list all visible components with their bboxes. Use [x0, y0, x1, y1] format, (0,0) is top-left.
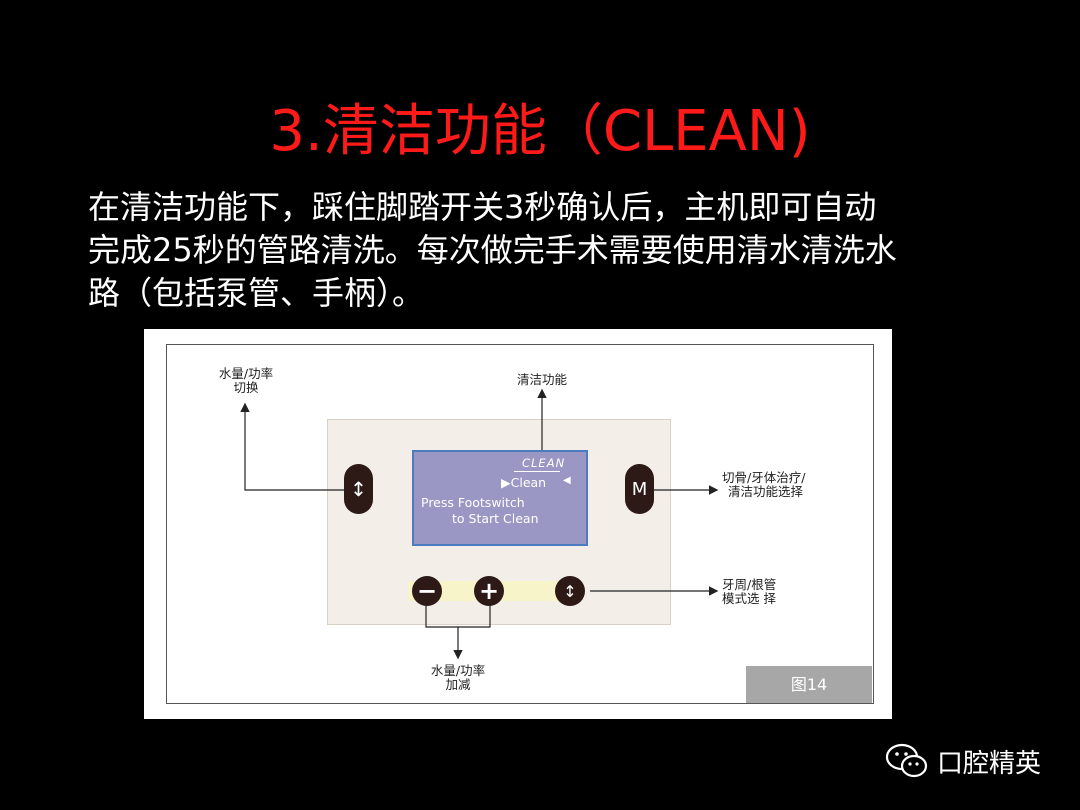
lcd-header: CLEAN	[522, 456, 566, 470]
body-line: 在清洁功能下，踩住脚踏开关3秒确认后，主机即可自动	[88, 188, 877, 226]
lcd-screen	[412, 450, 588, 546]
plus-button[interactable]: +	[474, 576, 504, 606]
wechat-icon	[885, 743, 928, 778]
mode-label-line-1: 切骨/牙体治疗/	[722, 470, 806, 485]
figure-number: 图14	[746, 666, 872, 703]
clean-function-label: 清洁功能	[516, 372, 567, 387]
callout-lines	[240, 388, 719, 660]
control-panel-figure: CLEAN ▶Clean ◀ Press Footswitch to Start…	[144, 329, 892, 719]
lcd-divider	[514, 471, 560, 472]
figure-frame	[166, 344, 874, 704]
lcd-selection: ▶Clean	[501, 475, 547, 490]
perio-button[interactable]: ↕	[555, 576, 585, 606]
switch-button[interactable]: ↕	[344, 464, 373, 514]
lcd-selection-marker: ◀	[563, 475, 571, 486]
mode-label-line-2: 清洁功能选择	[728, 484, 804, 499]
lcd-message-line-1: Press Footswitch	[421, 495, 525, 510]
adjust-label-line-2: 加减	[445, 677, 471, 692]
lcd-message-line-2: to Start Clean	[452, 511, 539, 526]
switch-label-line-2: 切换	[233, 380, 259, 395]
body-line: 完成25秒的管路清洗。每次做完手术需要使用清水清洗水	[88, 231, 897, 269]
perio-label-line-2: 模式选 择	[722, 591, 776, 606]
slide-body: 在清洁功能下，踩住脚踏开关3秒确认后，主机即可自动 完成25秒的管路清洗。每次做…	[88, 186, 1008, 315]
mode-button[interactable]: M	[625, 464, 654, 514]
perio-label-line-1: 牙周/根管	[722, 577, 777, 592]
switch-label-line-1: 水量/功率	[218, 366, 274, 381]
brand-name: 口腔精英	[937, 748, 1042, 779]
body-line: 路（包括泵管、手柄）。	[88, 274, 425, 312]
slide-title: 3.清洁功能（CLEAN)	[269, 99, 811, 164]
brand-watermark: 口腔精英	[885, 741, 1041, 781]
adjust-label-line-1: 水量/功率	[430, 663, 486, 678]
minus-button[interactable]: −	[412, 576, 442, 606]
